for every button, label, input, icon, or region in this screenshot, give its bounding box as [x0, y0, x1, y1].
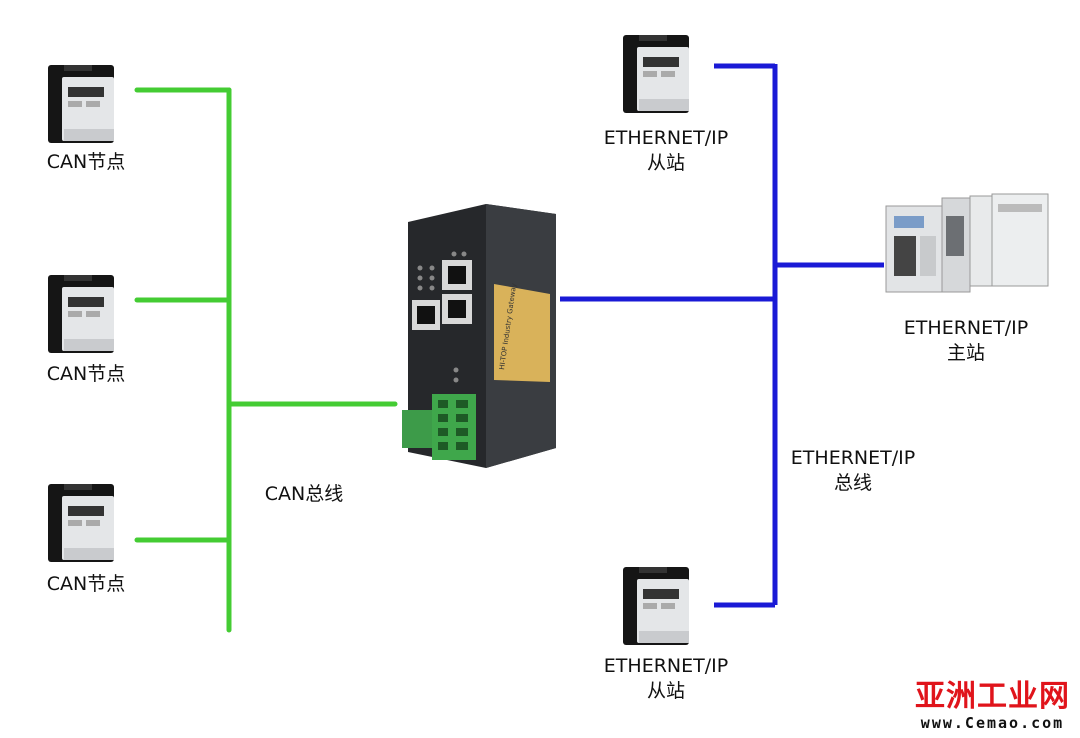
- can-bus-label: CAN总线: [264, 483, 344, 505]
- eip-slave-2-label: ETHERNET/IP 从站: [586, 654, 746, 704]
- watermark: 亚洲工业网 www.Cemao.com: [915, 679, 1070, 733]
- eip-bus-label-line1: ETHERNET/IP: [790, 447, 916, 469]
- eip-slave-2-device-icon: [623, 567, 689, 645]
- eip-bus-label-line2: 总线: [833, 472, 872, 494]
- eip-slave-2-label-line1: ETHERNET/IP: [603, 655, 729, 677]
- eip-slave-1-label: ETHERNET/IP 从站: [586, 126, 746, 176]
- eip-slave-2-label-line2: 从站: [646, 680, 685, 702]
- eip-slave-1-device-icon: [623, 35, 689, 113]
- can-node-3-label: CAN节点: [46, 573, 126, 595]
- plc-master-device-icon: [885, 193, 1049, 293]
- can-node-3-device-icon: [48, 484, 114, 562]
- can-node-2-device-icon: [48, 275, 114, 353]
- eip-master-label-line2: 主站: [946, 342, 985, 364]
- can-node-1-device-icon: [48, 65, 114, 143]
- eip-slave-1-label-line1: ETHERNET/IP: [603, 127, 729, 149]
- eip-master-label-line1: ETHERNET/IP: [903, 317, 1029, 339]
- can-node-1-label: CAN节点: [46, 151, 126, 173]
- watermark-url: www.Cemao.com: [920, 714, 1065, 732]
- eip-slave-1-label-line2: 从站: [646, 152, 685, 174]
- eip-master-label: ETHERNET/IP 主站: [886, 316, 1046, 366]
- eip-bus-label: ETHERNET/IP 总线: [773, 446, 933, 496]
- can-node-2-label: CAN节点: [46, 363, 126, 385]
- watermark-title: 亚洲工业网: [915, 679, 1070, 714]
- gateway-device-icon: HI-TOP Industry Gateway: [402, 204, 556, 468]
